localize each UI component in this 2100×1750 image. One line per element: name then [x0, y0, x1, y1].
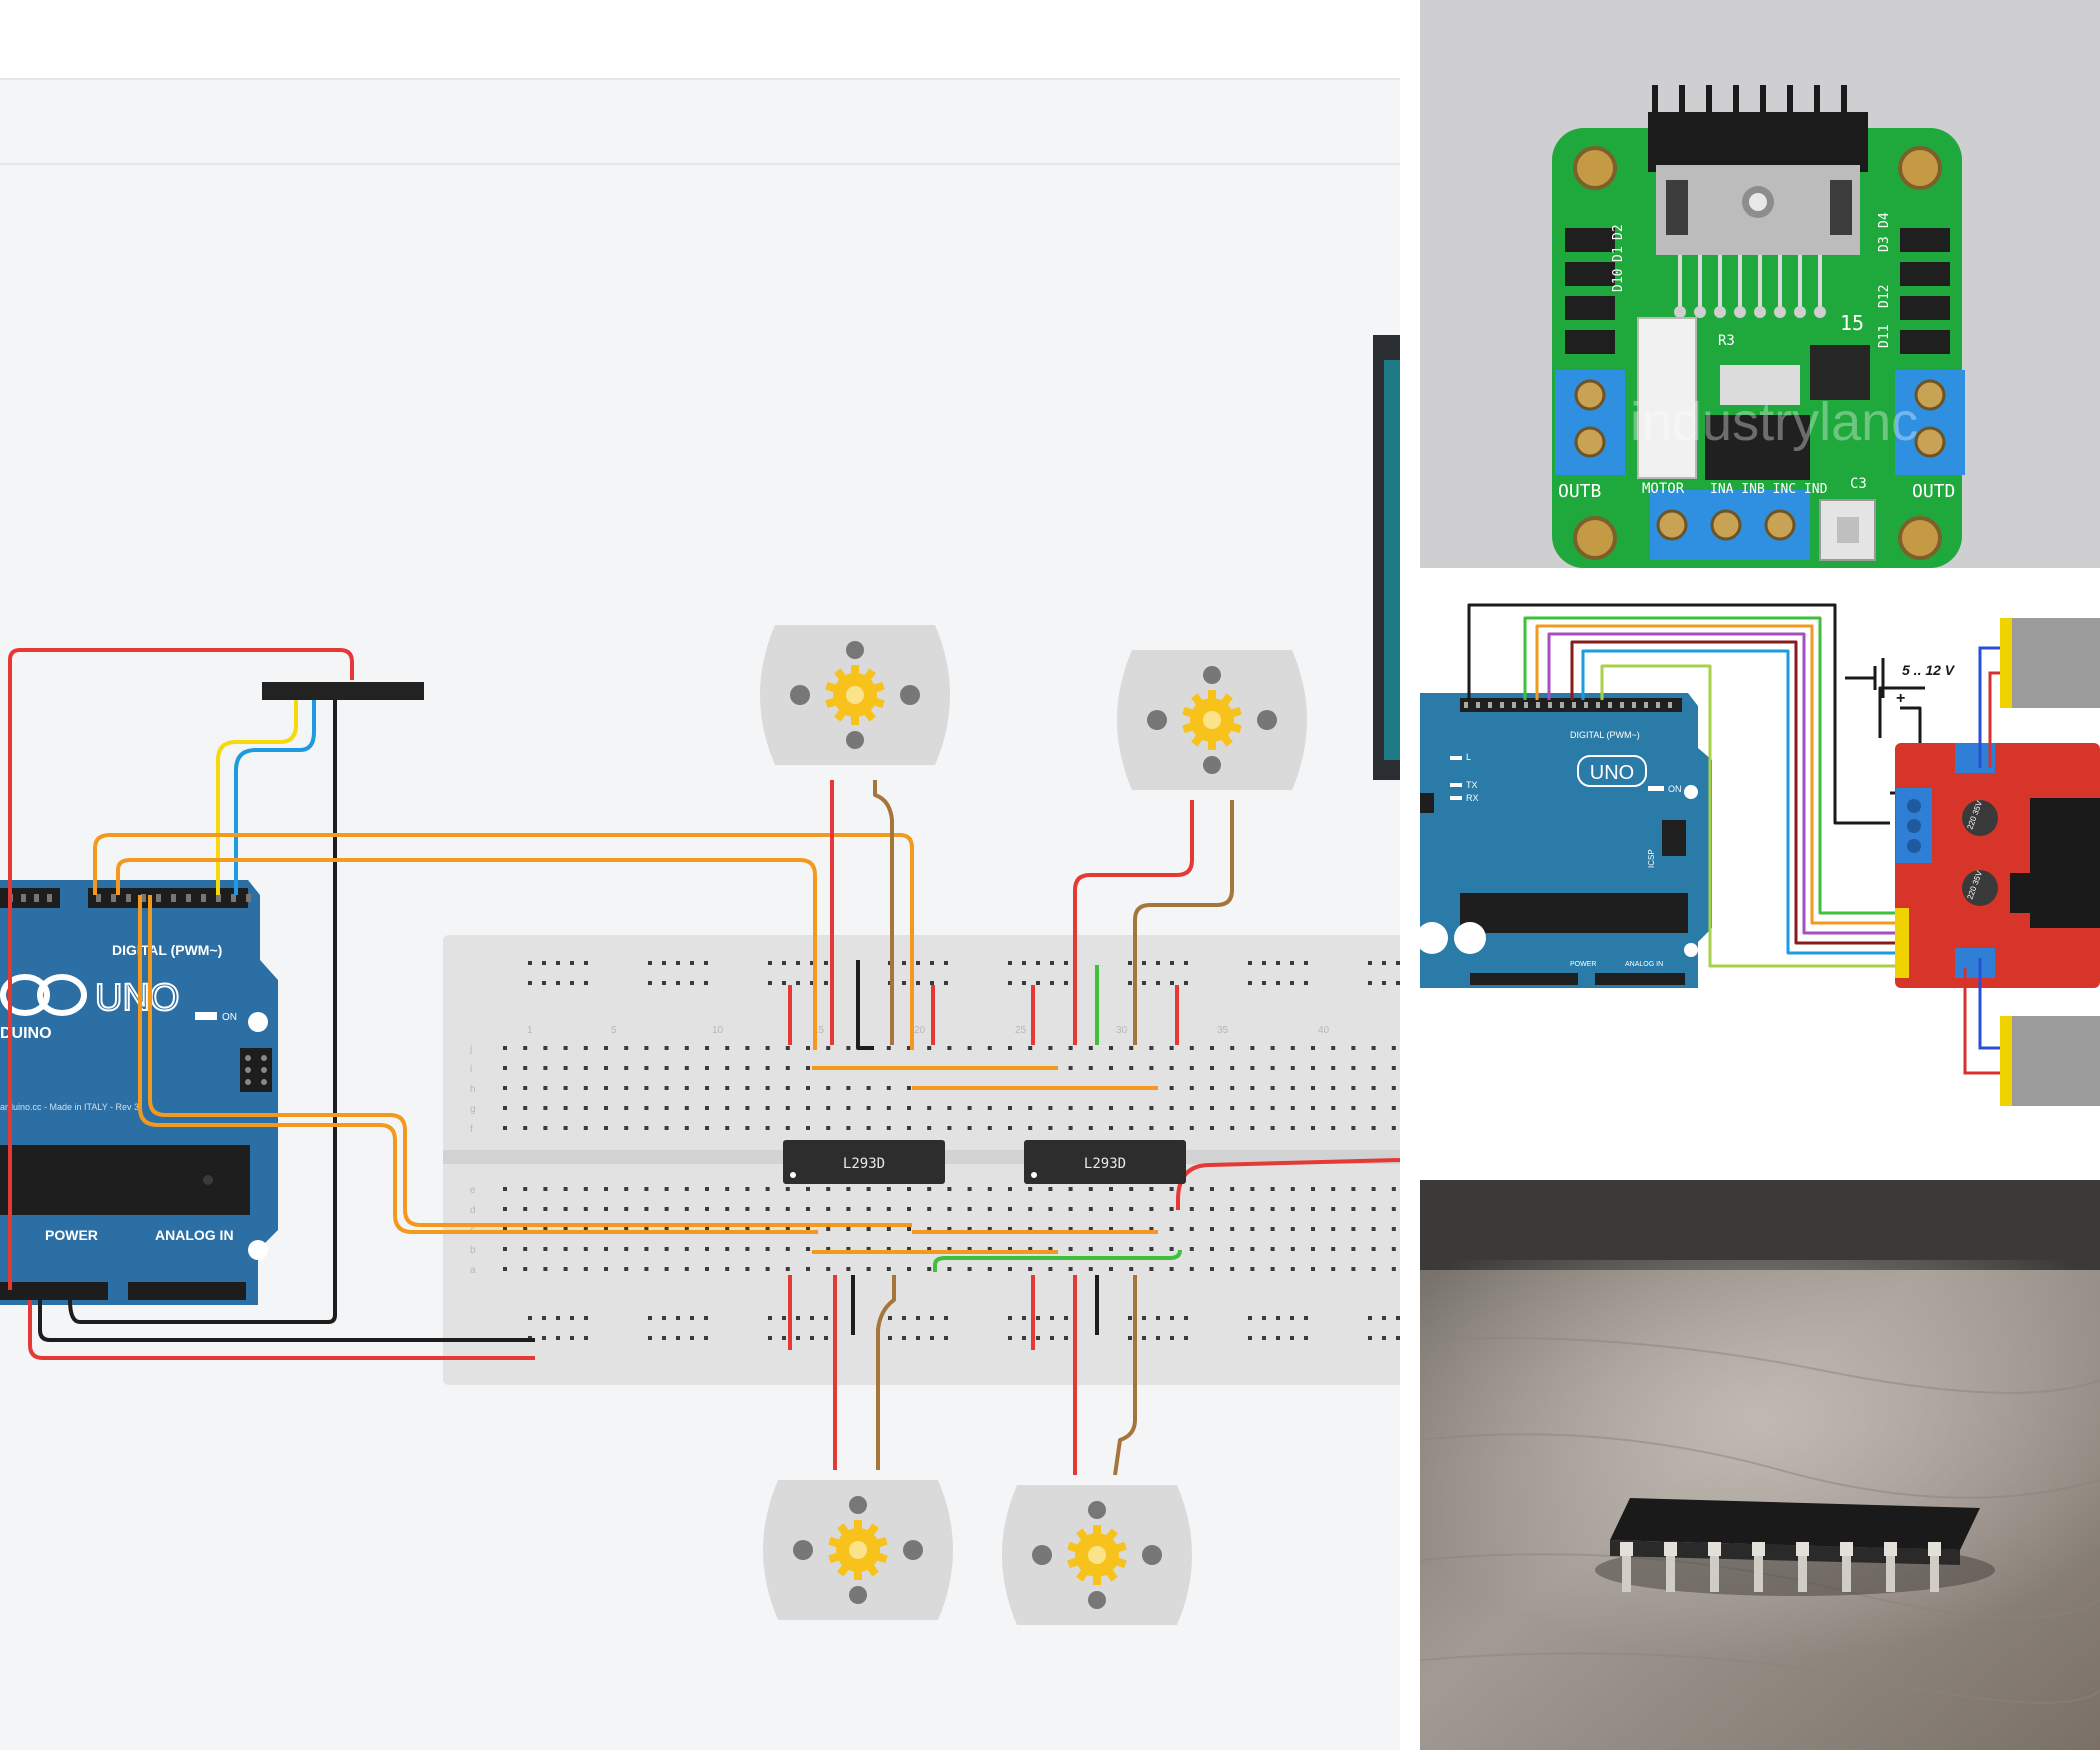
gear-icon: [1182, 690, 1242, 750]
wiring-rx-label: RX: [1466, 793, 1479, 803]
column-number: 40: [1318, 1025, 1330, 1036]
column-number: 10: [712, 1025, 724, 1036]
terminal-block: [1650, 490, 1810, 560]
dc-motor[interactable]: [763, 1480, 953, 1620]
wiring-digital-label: DIGITAL (PWM~): [1570, 730, 1640, 740]
arduino-logo-icon: [0, 974, 87, 1016]
dip-chip: [1595, 1498, 1995, 1596]
wiring-uno-logo: UNO: [1590, 762, 1634, 784]
battery-symbol: + 5 .. 12 V: [1845, 658, 1956, 707]
row-letter: b: [470, 1245, 476, 1256]
silkscreen-r3: R3: [1718, 333, 1735, 349]
wires: [8, 648, 1400, 1476]
l293d-chip[interactable]: L293D: [1024, 1140, 1186, 1184]
silkscreen-left-label: D2: [1611, 224, 1626, 240]
silkscreen-inputs: INA INB INC IND: [1710, 482, 1828, 497]
row-letter: i: [470, 1064, 472, 1075]
dc-motor[interactable]: [1117, 650, 1307, 790]
l298n-board-photo: OUTB OUTD MOTOR INA INB INC IND C3 R3 15…: [1420, 0, 2100, 568]
silkscreen-right-label: D4: [1877, 212, 1892, 228]
watermark-text: industrylanc: [1630, 392, 1918, 452]
row-letter: a: [470, 1265, 476, 1276]
column-number: 25: [1015, 1025, 1027, 1036]
row-letter: j: [469, 1044, 472, 1055]
silkscreen-right-label: D3: [1877, 236, 1892, 252]
breadboard-column-numbers: 1 5 10 15 20 25 30 35 40: [527, 1025, 1330, 1036]
gear-icon: [825, 665, 885, 725]
terminal-block: [1895, 370, 1965, 475]
arduino-footer-text: arduino.cc - Made in ITALY - Rev 3: [0, 1102, 139, 1112]
row-letter: f: [470, 1124, 473, 1135]
column-number: 5: [611, 1025, 617, 1036]
diode: [1565, 330, 1615, 354]
l293d-chip-photo: [1420, 1180, 2100, 1750]
diode: [1900, 228, 1950, 252]
dc-motor: [1963, 958, 2100, 1106]
wiring-analog-label: ANALOG IN: [1625, 961, 1663, 968]
dc-motor: [1978, 618, 2100, 768]
wiring-power-label: POWER: [1570, 961, 1596, 968]
wiring-icsp-label: ICSP: [1647, 849, 1656, 868]
column-number: 35: [1217, 1025, 1229, 1036]
chip-label: L293D: [1084, 1156, 1126, 1172]
arduino-digital-label: DIGITAL (PWM~): [112, 942, 222, 958]
silkscreen-left-label: D10: [1611, 269, 1626, 292]
wiring-on-label: ON: [1668, 784, 1682, 794]
wiring-diagram: DIGITAL (PWM~) L TX RX UNO ON ICSP POWER…: [1420, 578, 2100, 1160]
column-number: 1: [527, 1025, 533, 1036]
column-number: 15: [813, 1025, 825, 1036]
silkscreen-pin15: 15: [1840, 311, 1864, 335]
silkscreen-outb: OUTB: [1558, 481, 1601, 502]
silkscreen-right-label: D12: [1877, 285, 1892, 308]
diode: [1900, 262, 1950, 286]
gear-icon: [828, 1520, 888, 1580]
l298n-driver-board: 220 35V 220 35V: [1895, 743, 2100, 988]
arduino-analog-label: ANALOG IN: [155, 1227, 234, 1243]
silkscreen-c3: C3: [1850, 476, 1867, 492]
row-letter: d: [470, 1205, 476, 1216]
battery-plus-sign: +: [1896, 690, 1905, 707]
diode: [1565, 262, 1615, 286]
diode: [1900, 296, 1950, 320]
chip-label: L293D: [843, 1156, 885, 1172]
heatsink: [1648, 85, 1868, 255]
wiring-connections: [1467, 603, 1925, 968]
arduino-power-label: POWER: [45, 1227, 98, 1243]
wiring-l-label: L: [1466, 752, 1471, 762]
silkscreen-right-label: D11: [1877, 325, 1892, 348]
circuit-simulator-canvas: j i h g f e d c b a 1 5 10 15 20 25 30 3…: [0, 78, 1400, 1750]
l293d-chip[interactable]: L293D: [783, 1140, 945, 1184]
diode: [1900, 330, 1950, 354]
column-number: 20: [914, 1025, 926, 1036]
dc-motor[interactable]: [1002, 1485, 1192, 1625]
silkscreen-motor: MOTOR: [1642, 481, 1685, 497]
diode: [1565, 228, 1615, 252]
row-letter: h: [470, 1084, 476, 1095]
wiring-tx-label: TX: [1466, 780, 1478, 790]
row-letter: g: [470, 1104, 476, 1115]
diode: [1565, 296, 1615, 320]
arduino-uno-board: DIGITAL (PWM~) L TX RX UNO ON ICSP POWER…: [1420, 693, 1712, 988]
arduino-on-label: ON: [222, 1012, 237, 1023]
silkscreen-left-label: D1: [1611, 246, 1626, 262]
dc-motor[interactable]: [760, 625, 950, 765]
terminal-block: [1555, 370, 1625, 475]
silkscreen-outd: OUTD: [1912, 481, 1955, 502]
arduino-uno-logo: UNO: [95, 977, 179, 1019]
row-letter: e: [470, 1185, 476, 1196]
gear-icon: [1067, 1525, 1127, 1585]
voltage-label: 5 .. 12 V: [1902, 662, 1956, 678]
column-number: 30: [1116, 1025, 1128, 1036]
arduino-brand-text: DUINO: [0, 1025, 52, 1042]
